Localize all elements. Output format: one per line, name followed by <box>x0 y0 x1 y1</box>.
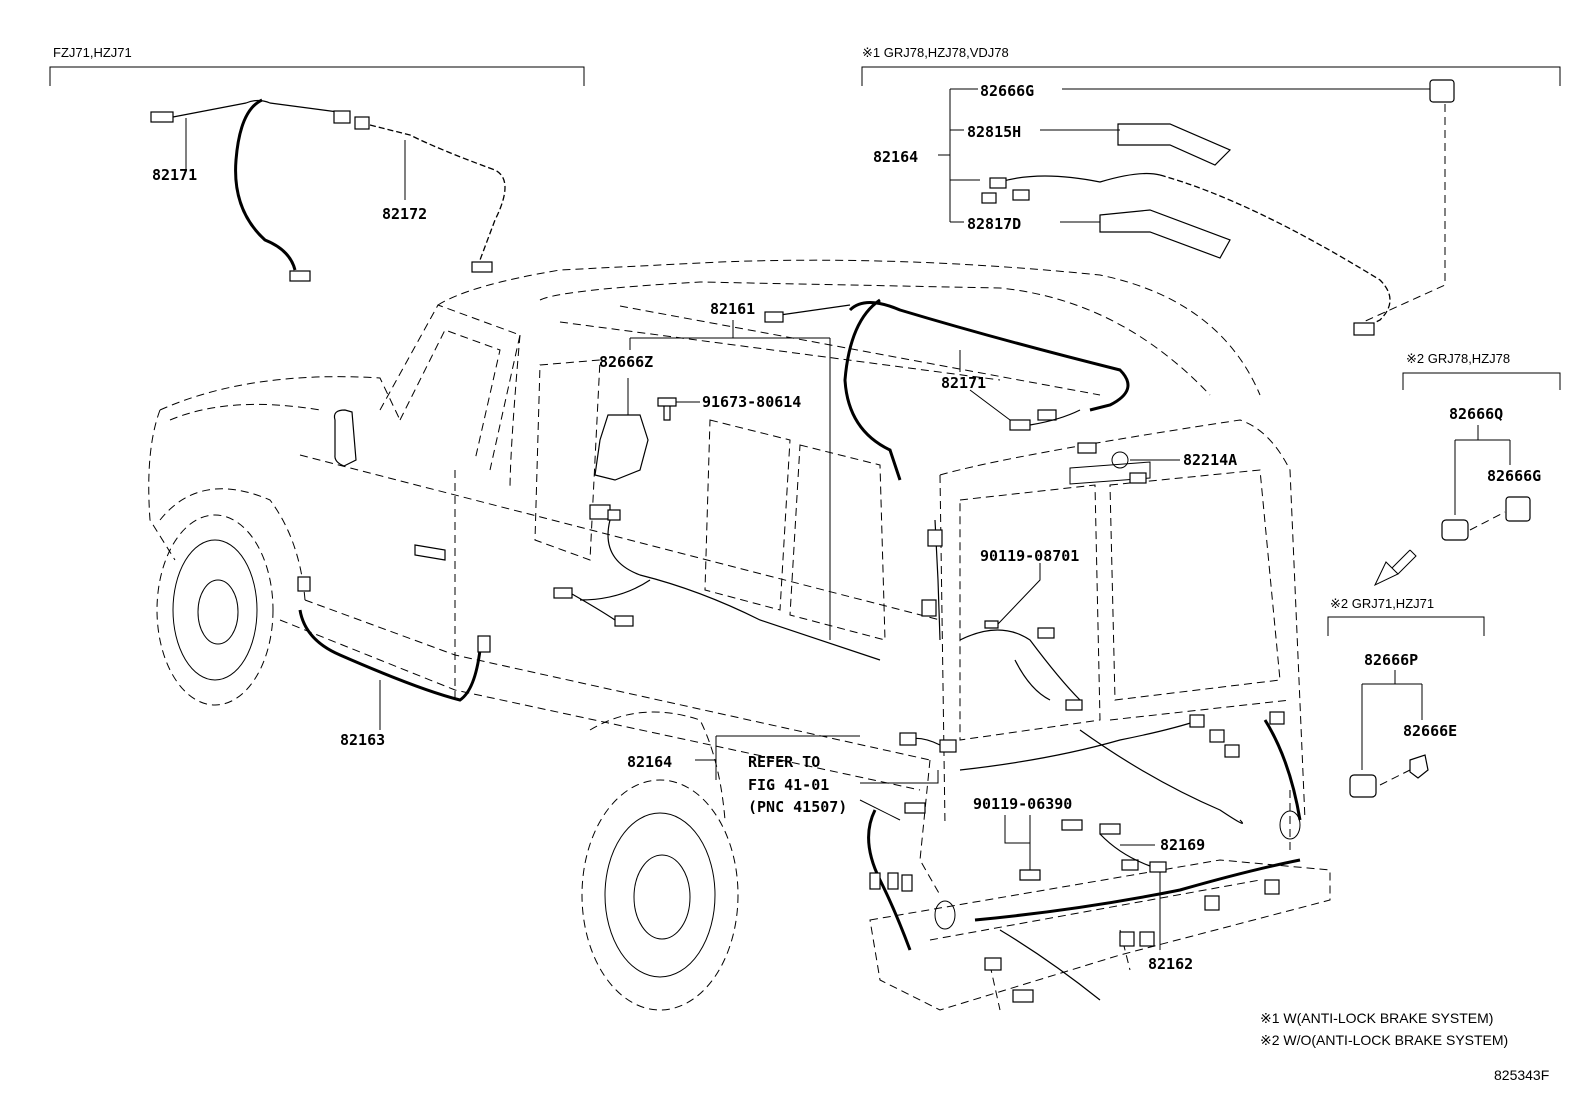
part-label-82666E: 82666E <box>1403 722 1457 740</box>
reference-line-2: FIG 41-01 <box>748 776 829 794</box>
part-label-82171-mid: 82171 <box>941 374 986 392</box>
part-label-82163: 82163 <box>340 731 385 749</box>
note-no-abs: ※2 W/O(ANTI-LOCK BRAKE SYSTEM) <box>1260 1032 1508 1048</box>
variant-label-noabs2b: ※2 GRJ71,HZJ71 <box>1330 596 1434 611</box>
part-label-82817D: 82817D <box>967 215 1021 233</box>
vehicle-body <box>148 259 1331 1011</box>
part-label-82171-top: 82171 <box>152 166 197 184</box>
reference-line-1: REFER TO <box>748 753 820 771</box>
part-label-82666G-top: 82666G <box>980 82 1034 100</box>
note-abs: ※1 W(ANTI-LOCK BRAKE SYSTEM) <box>1260 1010 1493 1026</box>
part-label-82162: 82162 <box>1148 955 1193 973</box>
variant-bracket-noabs2a: ※2 GRJ78,HZJ78 <box>1402 351 1561 390</box>
part-label-82214A: 82214A <box>1183 451 1237 469</box>
part-label-90119-08701: 90119-08701 <box>980 547 1079 565</box>
variant-bracket-noabs2b: ※2 GRJ71,HZJ71 <box>1327 596 1485 636</box>
part-label-82666P: 82666P <box>1364 651 1418 669</box>
noabs2a-parts <box>1441 425 1531 541</box>
variant-bracket-abs1: ※1 GRJ78,HZJ78,VDJ78 <box>861 45 1561 86</box>
direction-arrow-icon <box>1373 549 1417 587</box>
part-label-82169: 82169 <box>1160 836 1205 854</box>
variant-label-fzj71: FZJ71,HZJ71 <box>53 45 132 60</box>
harness-82171-top <box>150 98 351 282</box>
part-label-82666Q: 82666Q <box>1449 405 1503 423</box>
part-label-91673-80614: 91673-80614 <box>702 393 801 411</box>
diagram-id: 825343F <box>1494 1067 1549 1083</box>
abs-harness-group <box>938 79 1455 336</box>
part-label-82666Z: 82666Z <box>599 353 653 371</box>
part-label-82815H: 82815H <box>967 123 1021 141</box>
part-label-82164-mid: 82164 <box>627 753 672 771</box>
variant-bracket-fzj71: FZJ71,HZJ71 <box>49 45 585 86</box>
part-label-82666G-right: 82666G <box>1487 467 1541 485</box>
part-label-82172: 82172 <box>382 205 427 223</box>
vehicle-wiring <box>297 298 1302 1003</box>
part-label-82161: 82161 <box>710 300 755 318</box>
part-label-82164-top: 82164 <box>873 148 918 166</box>
variant-label-noabs2a: ※2 GRJ78,HZJ78 <box>1406 351 1510 366</box>
variant-label-abs1: ※1 GRJ78,HZJ78,VDJ78 <box>862 45 1009 60</box>
reference-line-3: (PNC 41507) <box>748 798 847 816</box>
part-label-90119-06390: 90119-06390 <box>973 795 1072 813</box>
noabs2b-parts <box>1349 670 1429 798</box>
harness-82172 <box>354 116 506 273</box>
